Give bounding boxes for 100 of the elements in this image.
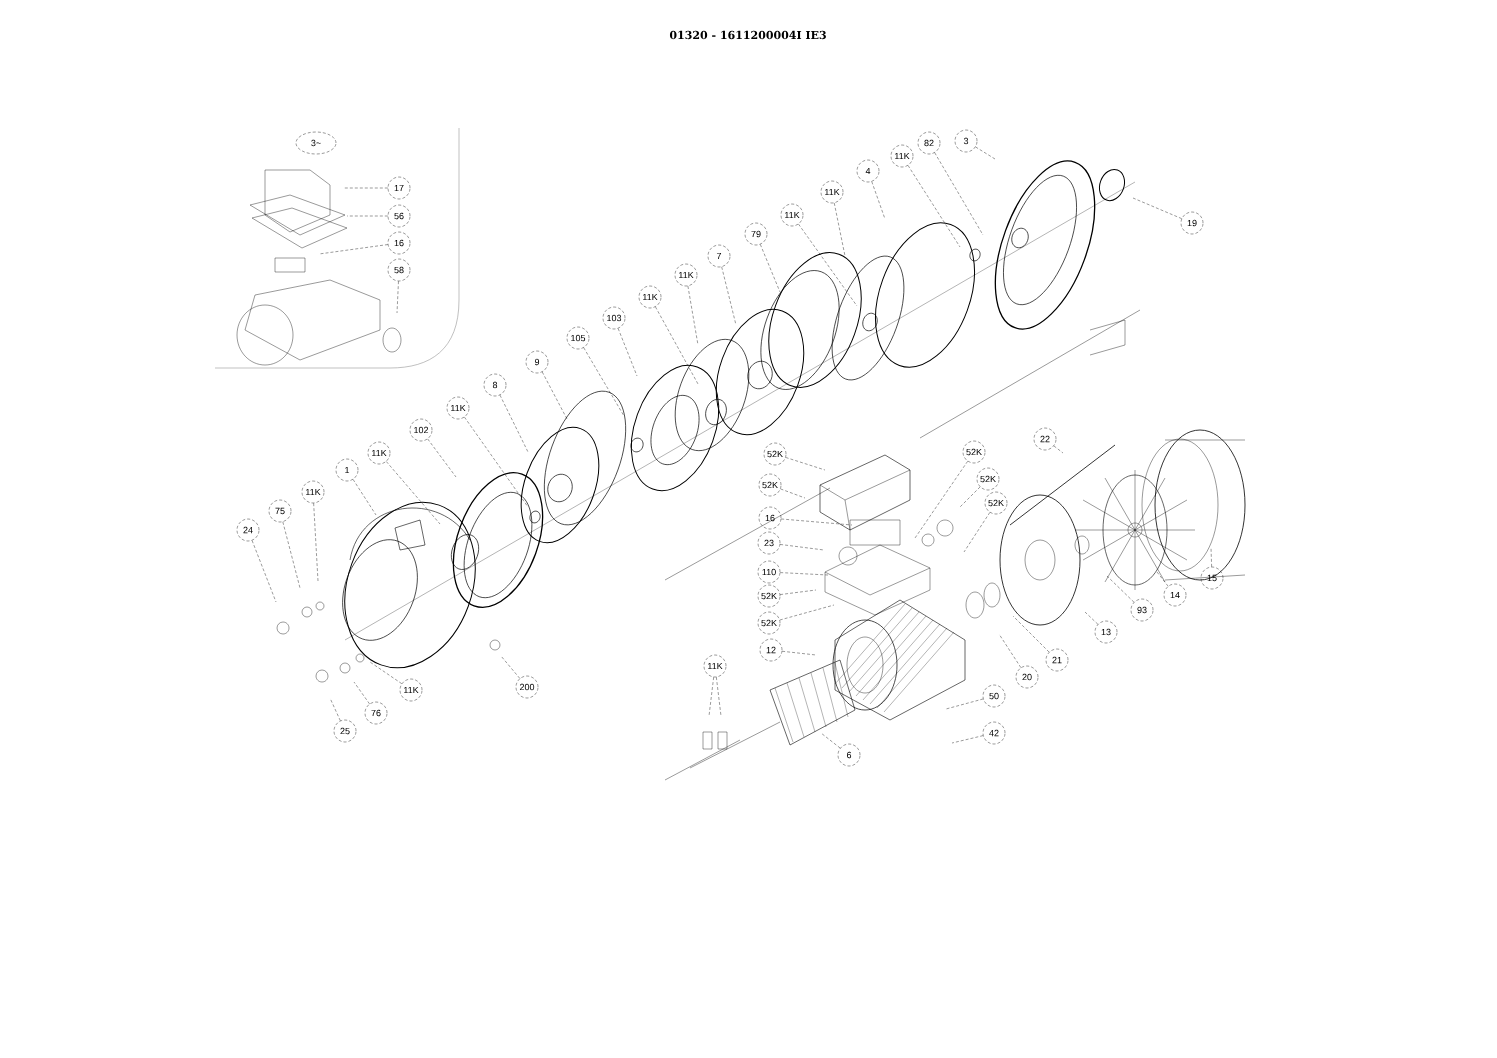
leader-line (780, 572, 829, 576)
leader-line (313, 503, 319, 582)
callout-number: 16 (758, 506, 782, 530)
leader-line (871, 181, 886, 220)
callout-number: 76 (364, 701, 388, 725)
callout-number: 52K (976, 467, 1000, 491)
callout-number: 8 (483, 373, 507, 397)
leader-line (1012, 615, 1050, 653)
callout-number: 93 (1130, 598, 1154, 622)
leader-line (907, 165, 961, 248)
leader-line (963, 512, 991, 553)
callout-number: 19 (1180, 211, 1204, 235)
leader-line (1156, 571, 1169, 587)
leader-line (779, 544, 825, 551)
callout-number: 11K (399, 678, 423, 702)
leader-line (798, 223, 858, 307)
callout-number: 15 (1200, 566, 1224, 590)
callout-number: 25 (333, 719, 357, 743)
leader-line (760, 244, 781, 293)
callout-number: 11K (674, 263, 698, 287)
callout-number: 11K (367, 441, 391, 465)
callout-number: 11K (780, 203, 804, 227)
callout-number: 11K (638, 285, 662, 309)
callout-number: 52K (763, 442, 787, 466)
leader-line (499, 394, 529, 453)
leader-line (820, 732, 841, 749)
callout-number: 52K (757, 584, 781, 608)
leader-line (780, 518, 853, 526)
callout-number: 16 (387, 231, 411, 255)
leader-line (500, 655, 520, 679)
leader-line (834, 202, 846, 257)
leader-line (396, 281, 399, 314)
callout-number: 105 (566, 326, 590, 350)
leader-line (785, 457, 826, 471)
leader-line (1084, 611, 1099, 625)
leader-line (914, 461, 968, 539)
callout-number: 50 (982, 684, 1006, 708)
leader-line (945, 698, 984, 710)
leader-line (687, 285, 699, 346)
callout-number: 82 (917, 131, 941, 155)
callout-number: 52K (758, 473, 782, 497)
leader-line (352, 479, 377, 516)
leader-line (251, 540, 277, 603)
leader-line (542, 371, 568, 420)
leader-line (353, 681, 370, 705)
callout-number: 13 (1094, 620, 1118, 644)
callout-number: 79 (744, 222, 768, 246)
leader-line (721, 266, 737, 326)
callout-number: 52K (984, 491, 1008, 515)
leader-line (282, 521, 301, 589)
callout-number: 110 (757, 560, 781, 584)
callout-number: 22 (1033, 427, 1057, 451)
leader-line (716, 676, 722, 717)
leader-line (427, 438, 457, 478)
leader-line (617, 328, 638, 377)
callout-number: 52K (757, 611, 781, 635)
leader-line (779, 589, 817, 595)
callout-number: 56 (387, 204, 411, 228)
leader-line (975, 146, 996, 160)
leader-line (369, 661, 402, 684)
leader-line (998, 633, 1022, 668)
leader-line (346, 215, 388, 217)
leader-line (780, 488, 806, 499)
leader-line (1106, 575, 1135, 603)
callout-number: 11K (301, 480, 325, 504)
leader-line (781, 651, 817, 656)
leader-line (343, 187, 388, 189)
leader-line (655, 306, 699, 385)
leader-line (1210, 547, 1212, 568)
leader-line (318, 244, 389, 255)
callout-number: 11K (890, 144, 914, 168)
callout-number: 42 (982, 721, 1006, 745)
leader-line (951, 735, 984, 744)
callout-number: 52K (962, 440, 986, 464)
callout-number: 21 (1045, 648, 1069, 672)
leader-line (1053, 445, 1064, 454)
leader-line (583, 347, 625, 417)
leader-line (464, 416, 529, 508)
callout-number: 9 (525, 350, 549, 374)
callout-number: 103 (602, 306, 626, 330)
leader-line (934, 152, 984, 236)
callout-number: 11K (820, 180, 844, 204)
callout-number: 6 (837, 743, 861, 767)
callout-number: 20 (1015, 665, 1039, 689)
leader-line (779, 604, 835, 621)
callout-number: 17 (387, 176, 411, 200)
callout-number: 14 (1163, 583, 1187, 607)
callout-number: 12 (759, 638, 783, 662)
leader-line (958, 486, 981, 509)
callout-number: 11K (446, 396, 470, 420)
callout-number: 23 (757, 531, 781, 555)
callout-number: 11K (703, 654, 727, 678)
callout-number: 3 (954, 129, 978, 153)
callout-number: 24 (236, 518, 260, 542)
title: 01320 - 1611200004I IE3 (669, 30, 826, 40)
callout-number: 7 (707, 244, 731, 268)
leader-line (386, 461, 441, 525)
leader-line (708, 676, 714, 717)
callout-number: 1 (335, 458, 359, 482)
leader-line (329, 697, 341, 722)
